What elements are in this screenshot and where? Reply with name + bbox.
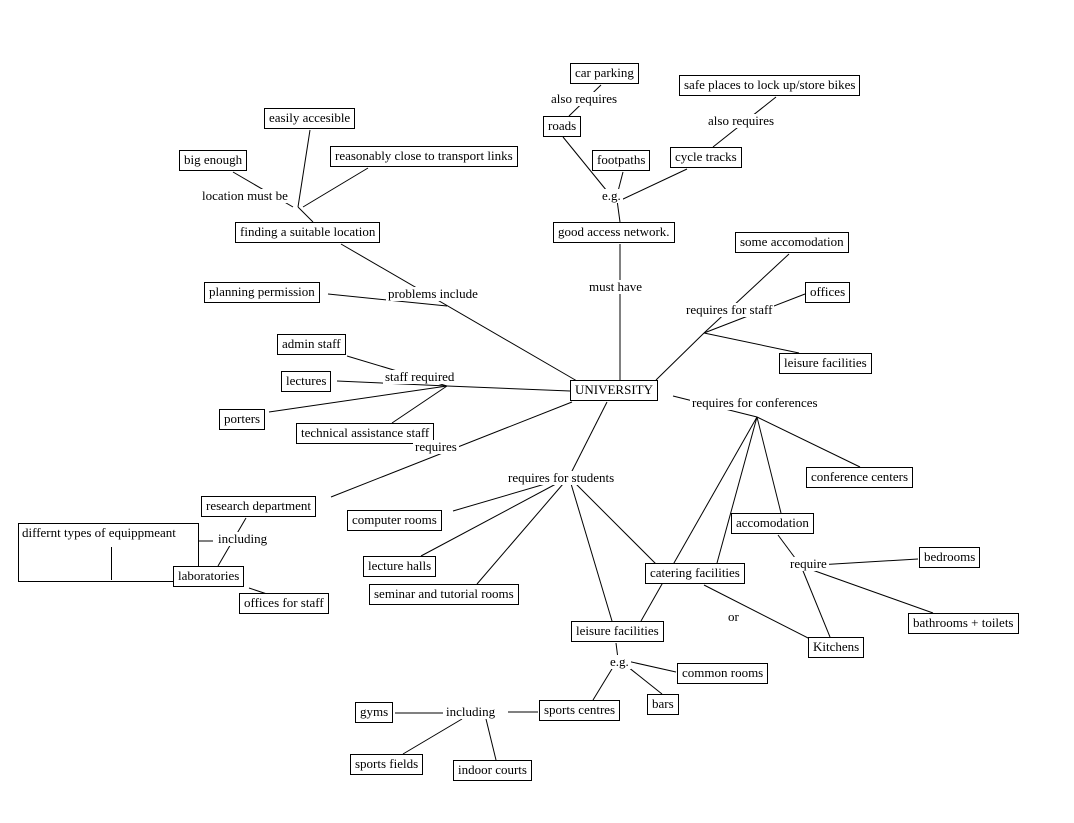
- edge-require-junction-kitchens: [800, 565, 831, 638]
- node-lectures[interactable]: lectures: [281, 371, 332, 392]
- node-seminar-tutorial-rooms[interactable]: seminar and tutorial rooms: [369, 584, 519, 605]
- edge-label-requires-for-students: requires for students: [506, 470, 617, 485]
- edge-university-students-junction: [568, 401, 608, 478]
- edge-label-staff-required: staff required: [383, 369, 457, 384]
- node-some-accomodation[interactable]: some accomodation: [735, 232, 849, 253]
- edge-staff-required-porters: [268, 385, 448, 413]
- edge-conference-junction-leisure-facilities: [640, 416, 758, 622]
- node-laboratories[interactable]: laboratories: [173, 566, 245, 587]
- node-gyms[interactable]: gyms: [355, 702, 394, 723]
- node-admin-staff[interactable]: admin staff: [277, 334, 346, 355]
- node-kitchens[interactable]: Kitchens: [808, 637, 865, 658]
- edge-catering-kitchens: [703, 584, 813, 641]
- node-leisure-facilities-students[interactable]: leisure facilities: [571, 621, 664, 642]
- edge-conference-junction-accomodation: [756, 416, 782, 514]
- node-good-access-network[interactable]: good access network.: [553, 222, 675, 243]
- node-big-enough[interactable]: big enough: [179, 150, 248, 171]
- equipment-divider-line: [111, 547, 112, 580]
- node-sports-centres[interactable]: sports centres: [539, 700, 621, 721]
- edge-easily-accesible-junction: [297, 129, 311, 208]
- node-lecture-halls[interactable]: lecture halls: [363, 556, 437, 577]
- node-leisure-facilities-staff[interactable]: leisure facilities: [779, 353, 872, 374]
- edge-label-requires-for-staff: requires for staff: [684, 302, 775, 317]
- node-indoor-courts[interactable]: indoor courts: [453, 760, 532, 781]
- node-bathrooms-toilets[interactable]: bathrooms + toilets: [908, 613, 1019, 634]
- edge-eg-junction-good-access: [616, 199, 621, 223]
- node-sports-fields[interactable]: sports fields: [350, 754, 424, 775]
- edge-including-indoor-courts: [485, 718, 497, 761]
- node-safe-places-bikes[interactable]: safe places to lock up/store bikes: [679, 75, 861, 96]
- edge-label-or: or: [726, 609, 741, 624]
- node-offices-for-staff[interactable]: offices for staff: [239, 593, 329, 614]
- edge-label-eg-leisure: e.g.: [608, 654, 631, 669]
- edge-label-requires: requires: [413, 439, 459, 454]
- node-planning-permission[interactable]: planning permission: [204, 282, 320, 303]
- edge-staff-junction-leisure-facilities: [703, 332, 800, 354]
- edge-students-junction-catering: [568, 476, 657, 565]
- edge-label-also-requires-bikes: also requires: [706, 113, 777, 128]
- node-technical-assistance-staff[interactable]: technical assistance staff: [296, 423, 435, 444]
- edge-finding-location-university: [340, 243, 578, 382]
- node-reasonably-close-transport[interactable]: reasonably close to transport links: [330, 146, 518, 167]
- edge-label-including-research: including: [216, 531, 270, 546]
- edge-label-location-must-be: location must be: [200, 188, 290, 203]
- node-common-rooms[interactable]: common rooms: [677, 663, 769, 684]
- node-offices[interactable]: offices: [805, 282, 851, 303]
- node-conference-centers[interactable]: conference centers: [806, 467, 914, 488]
- edge-label-problems-include: problems include: [386, 286, 480, 301]
- edge-students-junction-lecture-halls: [420, 476, 570, 557]
- node-porters[interactable]: porters: [219, 409, 266, 430]
- node-computer-rooms[interactable]: computer rooms: [347, 510, 442, 531]
- edge-label-must-have: must have: [587, 279, 645, 294]
- edge-students-junction-seminar-rooms: [476, 476, 570, 585]
- node-catering-facilities[interactable]: catering facilities: [645, 563, 745, 584]
- edge-university-staff-required-junction: [446, 385, 571, 392]
- edge-label-require: require: [788, 556, 829, 571]
- node-university[interactable]: UNIVERSITY: [570, 380, 658, 401]
- node-bedrooms[interactable]: bedrooms: [919, 547, 981, 568]
- node-footpaths[interactable]: footpaths: [592, 150, 651, 171]
- edge-label-including-sports: including: [444, 704, 498, 719]
- edge-label-eg-access: e.g.: [600, 188, 623, 203]
- edge-conference-junction-conference-centers: [756, 416, 861, 468]
- node-finding-suitable-location[interactable]: finding a suitable location: [235, 222, 381, 243]
- edge-students-junction-leisure-facilities: [568, 476, 613, 622]
- edge-roads-eg-junction: [562, 136, 612, 197]
- node-car-parking[interactable]: car parking: [570, 63, 639, 84]
- edge-label-requires-for-conferences: requires for conferences: [690, 395, 820, 410]
- edge-staff-required-technical-assistance: [391, 385, 448, 424]
- edge-including-sports-fields: [402, 718, 463, 755]
- node-cycle-tracks[interactable]: cycle tracks: [670, 147, 742, 168]
- node-different-types-equipment-label: differnt types of equippmeant: [22, 525, 176, 540]
- edge-require-junction-bathrooms: [800, 565, 934, 614]
- edge-staff-junction-some-accomodation: [703, 253, 790, 334]
- edge-cycle-tracks-eg-junction: [620, 168, 688, 201]
- edge-junction-finding-location: [297, 206, 314, 223]
- node-bars[interactable]: bars: [647, 694, 679, 715]
- edge-university-staff-junction: [655, 332, 705, 381]
- edge-label-also-requires-roads: also requires: [549, 91, 620, 106]
- edge-conference-junction-catering: [716, 416, 758, 564]
- edge-reasonably-close-junction: [302, 167, 369, 208]
- node-roads[interactable]: roads: [543, 116, 582, 137]
- node-research-department[interactable]: research department: [201, 496, 317, 517]
- node-different-types-equipment[interactable]: differnt types of equippmeant: [18, 523, 199, 582]
- node-easily-accesible[interactable]: easily accesible: [264, 108, 356, 129]
- node-accomodation[interactable]: accomodation: [731, 513, 814, 534]
